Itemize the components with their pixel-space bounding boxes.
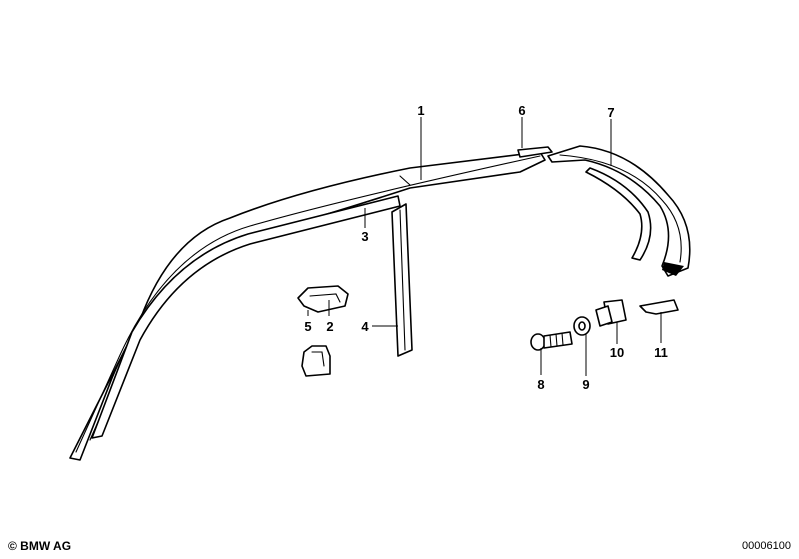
leader-lines — [307, 117, 662, 376]
callout-1: 1 — [417, 103, 424, 118]
callout-7: 7 — [607, 105, 614, 120]
callout-11: 11 — [654, 345, 668, 360]
callout-5: 5 — [304, 319, 311, 334]
part-2-clip[interactable] — [297, 285, 349, 313]
part-8-screw[interactable] — [530, 331, 573, 351]
part-6-end-cap[interactable] — [517, 146, 553, 158]
part-5-clip[interactable] — [301, 345, 331, 377]
callout-10: 10 — [610, 345, 624, 360]
part-4-pillar-strip[interactable] — [391, 203, 413, 357]
part-9-washer[interactable] — [573, 316, 591, 336]
part-11-bracket[interactable] — [639, 299, 679, 315]
copyright-label: © BMW AG — [8, 539, 72, 553]
callout-8: 8 — [537, 377, 544, 392]
callout-4: 4 — [361, 319, 369, 334]
callout-9: 9 — [582, 377, 589, 392]
callout-3: 3 — [361, 229, 368, 244]
part-7-corner-moulding[interactable] — [547, 145, 691, 277]
part-3-moulding-trim[interactable] — [91, 195, 401, 439]
part-10-grommet[interactable] — [595, 299, 627, 327]
diagram-number: 00006100 — [742, 540, 791, 552]
callout-6: 6 — [518, 103, 525, 118]
callout-2: 2 — [326, 319, 333, 334]
